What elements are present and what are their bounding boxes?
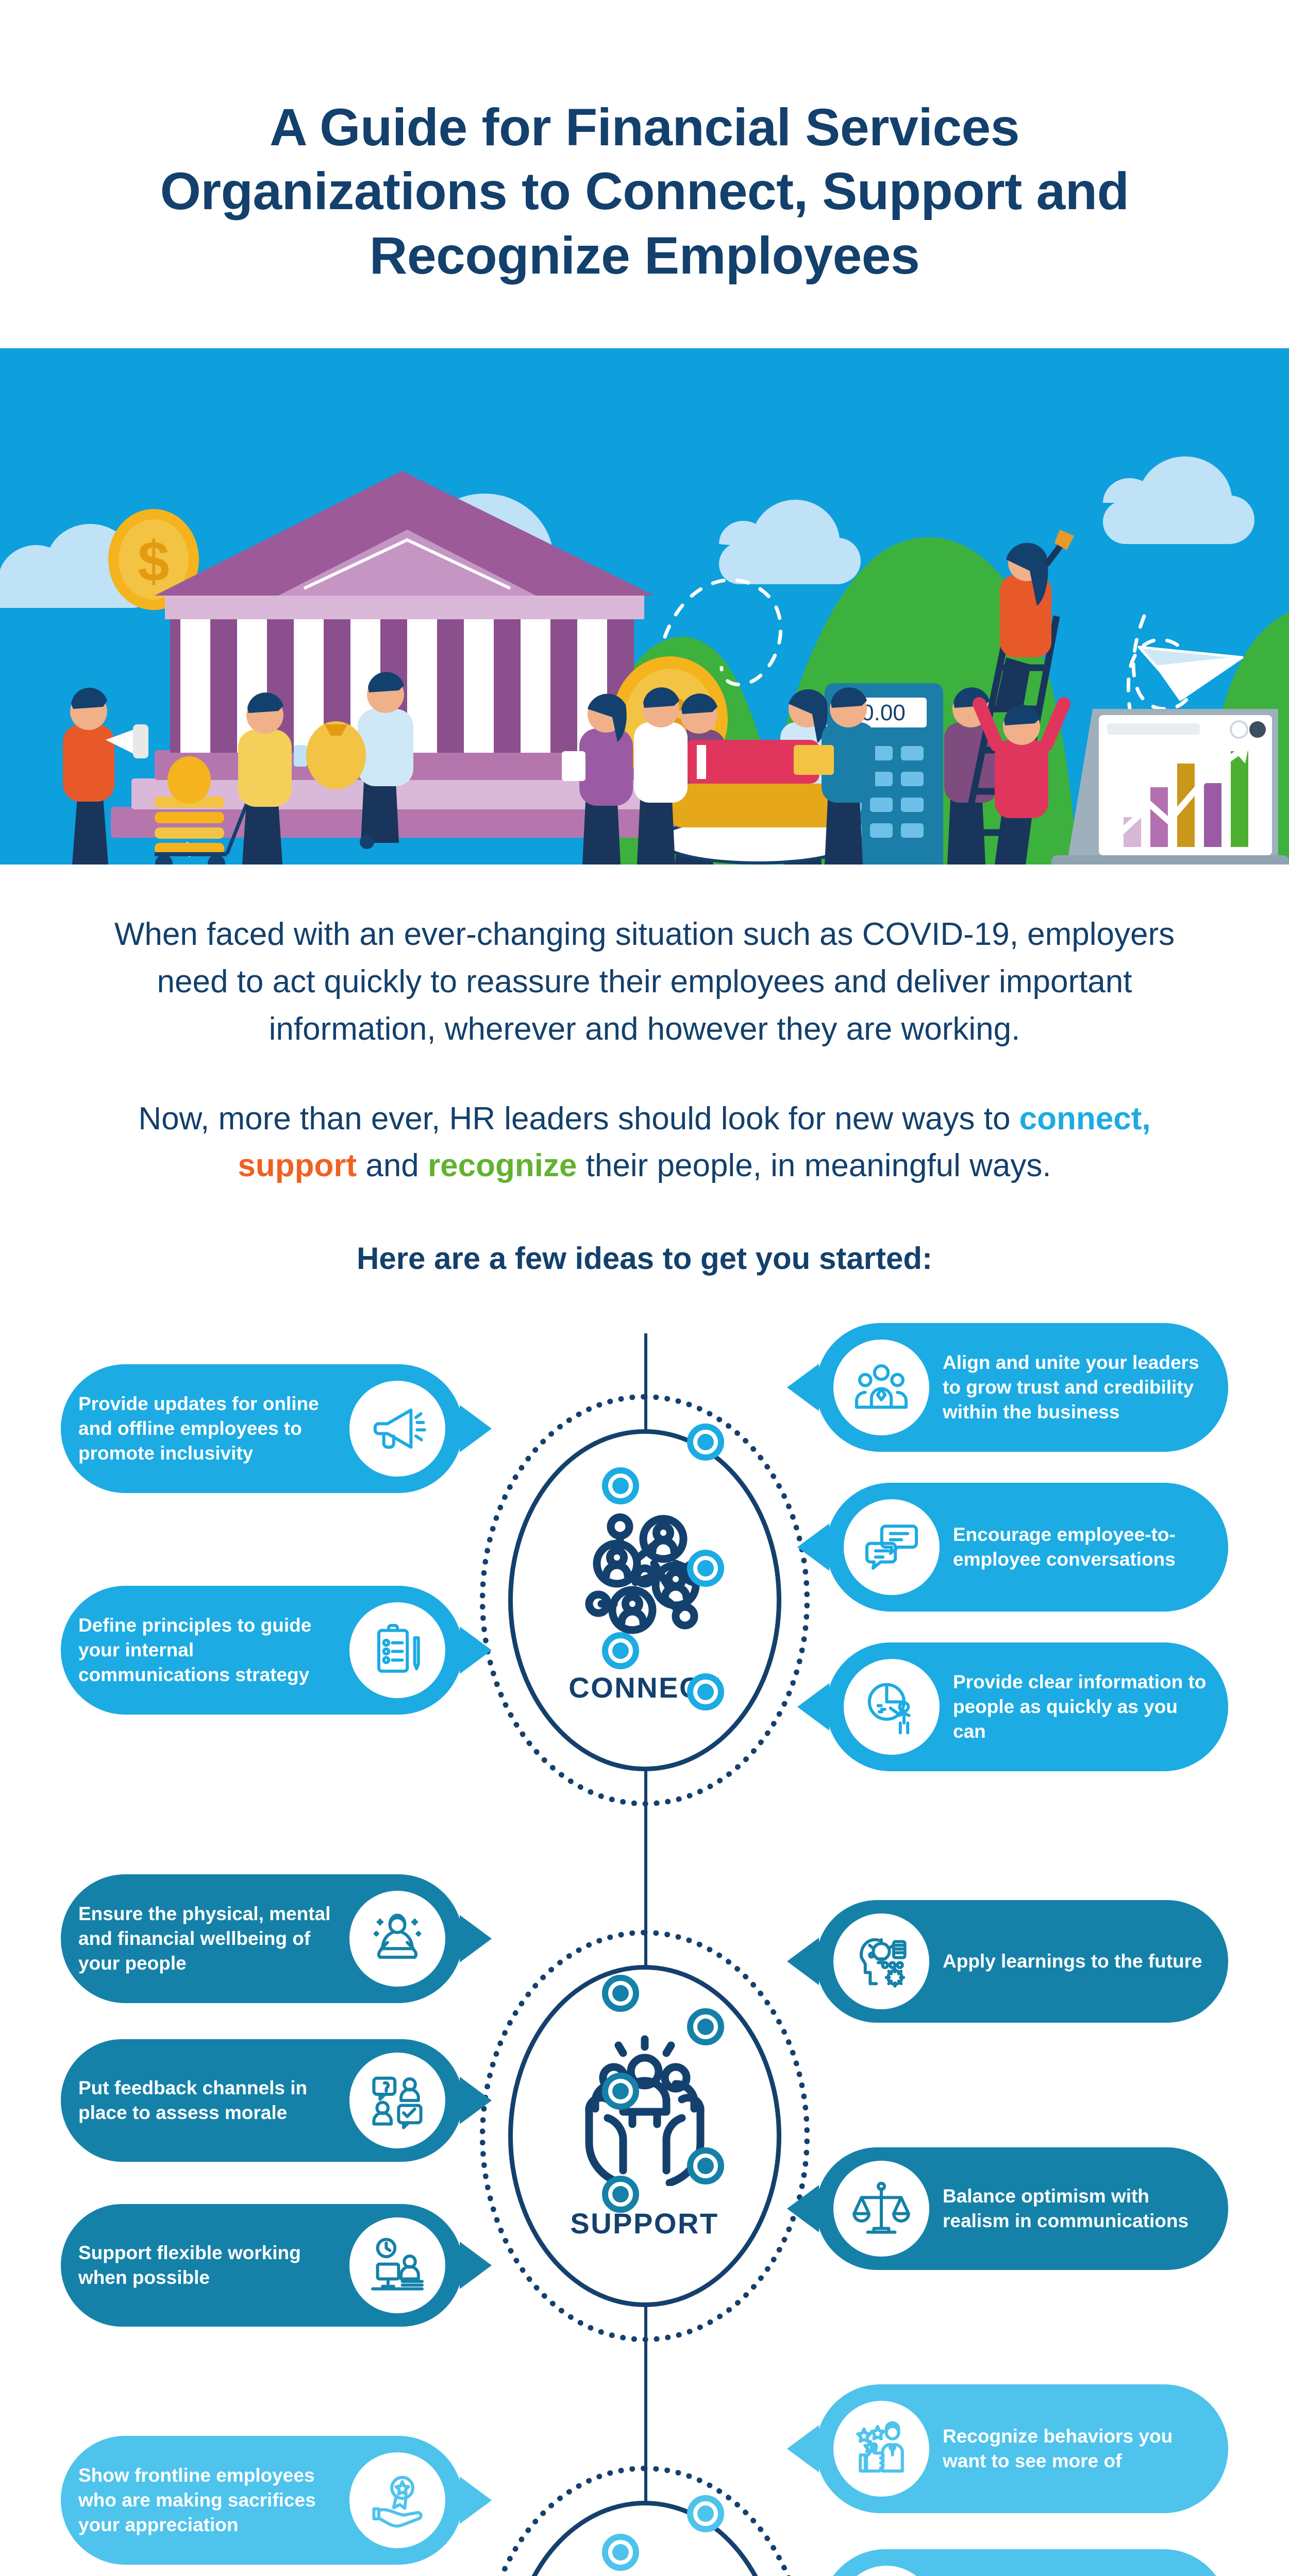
callout-tail: [460, 1626, 492, 1674]
megaphone-icon: [349, 1380, 445, 1477]
leaders-group-icon: [833, 1339, 929, 1435]
callout-text: Support flexible working when possible: [78, 2242, 301, 2288]
intro-paragraph-2: Now, more than ever, HR leaders should l…: [103, 1095, 1186, 1190]
puzzle-gear-icon: [839, 2565, 934, 2576]
hub-anchor-node: [602, 2072, 639, 2110]
callout-bubble[interactable]: Provide updates for online and offline e…: [61, 1364, 492, 1493]
hub-anchor-node: [602, 1974, 639, 2012]
callout-tail: [787, 1363, 819, 1411]
callout-tail: [797, 1683, 829, 1731]
callout-text: Recognize behaviors you want to see more…: [943, 2425, 1173, 2471]
callout-text: Apply learnings to the future: [943, 1950, 1202, 1972]
hands-holding-people-icon: [567, 2031, 722, 2187]
intro-block: When faced with an ever-changing situati…: [0, 865, 1289, 1282]
callout-bubble[interactable]: Ensure the physical, mental and financia…: [61, 1874, 492, 2003]
hub-anchor-node: [687, 1673, 724, 1710]
keyword-support: support: [238, 1148, 357, 1184]
callout-bubble[interactable]: Encourage employee-to-employee conversat…: [797, 1482, 1228, 1612]
hero-illustration-svg: $: [0, 348, 1289, 865]
callout-tail: [787, 1937, 819, 1985]
keyword-recognize: recognize: [428, 1148, 577, 1184]
callout-text: Balance optimism with realism in communi…: [943, 2185, 1189, 2231]
callout-bubble[interactable]: Define principles to guide your internal…: [61, 1585, 492, 1715]
diagram-section-connect: CONNECT Provide updates for online and of…: [0, 1323, 1289, 1869]
ideas-diagram: CONNECT Provide updates for online and of…: [0, 1323, 1289, 2576]
pie-chart-presenter-icon: [844, 1658, 940, 1755]
callout-text: Encourage employee-to-employee conversat…: [953, 1523, 1176, 1570]
callout-text: Define principles to guide your internal…: [78, 1614, 312, 1685]
speech-bubbles-icon: [844, 1499, 940, 1595]
intro-p2-mid: and: [357, 1148, 428, 1184]
hub-support[interactable]: SUPPORT: [479, 1929, 810, 2342]
callout-tail: [787, 2425, 819, 2472]
hub-dotted-ring: [479, 1929, 810, 2342]
callout-tail: [460, 2076, 492, 2124]
callout-text: Ensure the physical, mental and financia…: [78, 1903, 331, 1974]
intro-p2-pre: Now, more than ever, HR leaders should l…: [138, 1100, 1019, 1137]
callout-bubble[interactable]: Balance optimism with realism in communi…: [787, 2147, 1228, 2270]
page-title: A Guide for Financial Services Organizat…: [160, 98, 1129, 285]
diagram-section-support: SUPPORT Ensure the physical, mental and f…: [0, 1869, 1289, 2405]
hub-inner-circle: CONNECT: [508, 1429, 781, 1771]
intro-paragraph-1: When faced with an ever-changing situati…: [114, 917, 1175, 1047]
head-lightbulb-icon: [833, 1913, 929, 2009]
clock-desk-icon: [349, 2217, 445, 2313]
hub-recognize[interactable]: RECOGNIZE: [479, 2465, 810, 2576]
hub-connect[interactable]: CONNECT: [479, 1394, 810, 1806]
hub-dotted-ring: [479, 1394, 810, 1806]
hub-anchor-node: [687, 2147, 724, 2184]
hand-holding-trophy-icon: [567, 2567, 722, 2576]
keyword-connect: connect,: [1019, 1100, 1151, 1137]
hub-anchor-node: [687, 1423, 724, 1461]
callout-text: Align and unite your leaders to grow tru…: [943, 1351, 1199, 1422]
callout-text: Put feedback channels in place to assess…: [78, 2077, 308, 2123]
callout-bubble[interactable]: Put feedback channels in place to assess…: [61, 2039, 492, 2162]
callout-text: Provide clear information to people as q…: [953, 1671, 1207, 1742]
callout-tail: [460, 1914, 492, 1962]
intro-p2-post: their people, in meaningful ways.: [577, 1148, 1051, 1184]
hub-anchor-node: [687, 1549, 724, 1587]
callout-bubble[interactable]: Apply learnings to the future: [787, 1900, 1228, 2023]
callout-bubble[interactable]: Align and unite your leaders to grow tru…: [787, 1323, 1228, 1452]
lead-in-text: Here are a few ideas to get you started:: [356, 1241, 933, 1276]
clipboard-checklist-icon: [349, 1602, 445, 1698]
hub-label: SUPPORT: [570, 2207, 719, 2240]
award-in-hand-icon: [349, 2452, 445, 2548]
callout-bubble[interactable]: Provide clear information to people as q…: [797, 1642, 1228, 1771]
hub-anchor-node: [602, 1467, 639, 1504]
callout-tail: [460, 2476, 492, 2524]
meditation-icon: [349, 1890, 445, 1987]
svg-text:0.00: 0.00: [861, 700, 906, 725]
callout-tail: [460, 1404, 492, 1452]
diagram-section-recognize: RECOGNIZE Show frontline employees who ar…: [0, 2384, 1289, 2576]
callout-text: Show frontline employees who are making …: [78, 2464, 316, 2535]
thumbs-up-stars-icon: [833, 2400, 929, 2497]
callout-text: Provide updates for online and offline e…: [78, 1393, 319, 1464]
callout-bubble[interactable]: Support flexible working when possible: [61, 2204, 492, 2327]
hub-anchor-node: [602, 2533, 639, 2571]
title-block: A Guide for Financial Services Organizat…: [0, 0, 1289, 287]
hub-anchor-node: [687, 2495, 724, 2532]
hub-inner-circle: SUPPORT: [508, 1964, 781, 2307]
callout-bubble[interactable]: Recognize behaviors you want to see more…: [787, 2384, 1228, 2513]
hub-anchor-node: [602, 2175, 639, 2213]
callout-tail: [460, 2241, 492, 2289]
feedback-people-icon: [349, 2052, 445, 2148]
callout-tail: [787, 2184, 819, 2232]
svg-text:$: $: [138, 530, 169, 594]
scales-icon: [833, 2160, 929, 2257]
network-people-icon: [567, 1496, 722, 1650]
hero-illustration: $: [0, 348, 1289, 865]
hub-anchor-node: [602, 1632, 639, 1669]
hub-anchor-node: [687, 2008, 724, 2045]
callout-tail: [797, 1523, 829, 1571]
callout-bubble[interactable]: Be sure to recognize the Action, Value a…: [821, 2549, 1228, 2576]
callout-bubble[interactable]: Show frontline employees who are making …: [61, 2435, 492, 2565]
